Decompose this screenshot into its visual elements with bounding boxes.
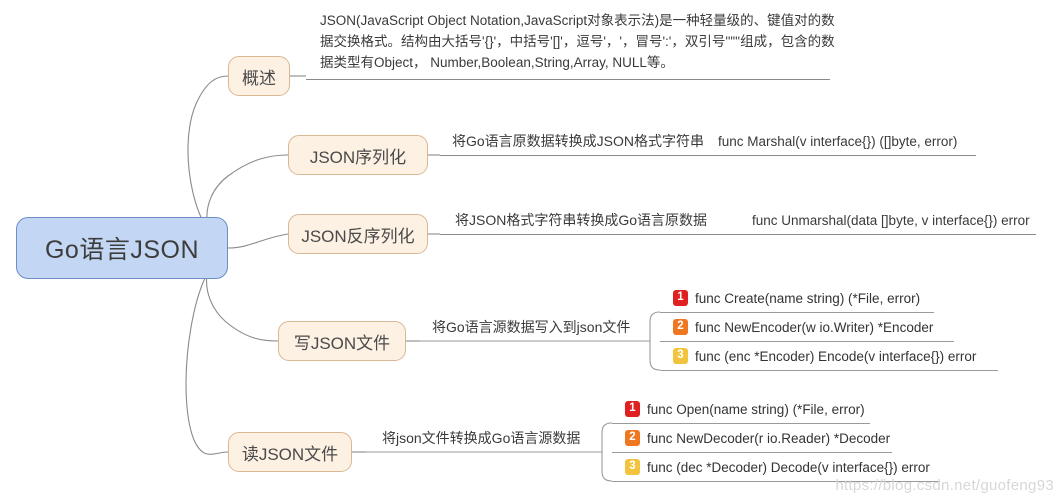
rule-read-2	[612, 452, 892, 453]
sub-item-write-1-text: func Create(name string) (*File, error)	[695, 290, 921, 306]
rule-read-3	[612, 481, 940, 482]
branch-node-write[interactable]: 写JSON文件	[278, 321, 406, 361]
detail-read: 将json文件转换成Go语言源数据	[382, 430, 581, 446]
rule-write-1	[660, 312, 934, 313]
badge-number-3: 3	[673, 348, 688, 364]
sub-item-write-2[interactable]: 2 func NewEncoder(w io.Writer) *Encoder	[673, 319, 933, 335]
sub-item-read-1[interactable]: 1 func Open(name string) (*File, error)	[625, 401, 865, 417]
sub-item-read-2[interactable]: 2 func NewDecoder(r io.Reader) *Decoder	[625, 430, 890, 446]
detail-write: 将Go语言源数据写入到json文件	[432, 319, 631, 335]
detail-serialize: 将Go语言原数据转换成JSON格式字符串	[452, 133, 705, 149]
branch-label-deserialize: JSON反序列化	[301, 226, 415, 246]
sub-item-write-3[interactable]: 3 func (enc *Encoder) Encode(v interface…	[673, 348, 976, 364]
rule-write-2	[660, 341, 954, 342]
rule-deserialize	[440, 234, 1036, 235]
branch-label-serialize: JSON序列化	[309, 147, 407, 167]
sub-item-write-3-text: func (enc *Encoder) Encode(v interface{}…	[695, 348, 977, 364]
branch-label-overview: 概述	[242, 68, 276, 88]
link-root-read	[185, 254, 229, 455]
rule-read-1	[612, 423, 870, 424]
branch-node-read[interactable]: 读JSON文件	[228, 432, 352, 472]
branch-node-serialize[interactable]: JSON序列化	[288, 135, 428, 175]
bracket-read	[601, 422, 613, 482]
root-node[interactable]: Go语言JSON	[16, 217, 228, 279]
sub-item-read-1-text: func Open(name string) (*File, error)	[647, 401, 865, 417]
sub-item-write-1[interactable]: 1 func Create(name string) (*File, error…	[673, 290, 920, 306]
signature-serialize: func Marshal(v interface{}) ([]byte, err…	[718, 134, 958, 149]
rule-serialize	[440, 155, 976, 156]
badge-number-2: 2	[625, 430, 640, 446]
sub-item-read-3-text: func (dec *Decoder) Decode(v interface{}…	[647, 459, 930, 475]
sub-item-read-2-text: func NewDecoder(r io.Reader) *Decoder	[647, 430, 891, 446]
branch-label-write: 写JSON文件	[293, 333, 391, 353]
root-node-label: Go语言JSON	[44, 236, 200, 264]
branch-label-read: 读JSON文件	[241, 444, 339, 464]
badge-number-1: 1	[673, 290, 688, 306]
detail-deserialize: 将JSON格式字符串转换成Go语言原数据	[455, 212, 708, 228]
branch-node-deserialize[interactable]: JSON反序列化	[288, 214, 428, 254]
rule-overview	[306, 79, 830, 80]
link-root-deserialize	[227, 233, 289, 249]
branch-node-overview[interactable]: 概述	[228, 56, 290, 96]
watermark: https://blog.csdn.net/guofeng93	[835, 477, 1054, 494]
badge-number-2: 2	[673, 319, 688, 335]
sub-item-read-3[interactable]: 3 func (dec *Decoder) Decode(v interface…	[625, 459, 930, 475]
sub-item-write-2-text: func NewEncoder(w io.Writer) *Encoder	[695, 319, 934, 335]
badge-number-1: 1	[625, 401, 640, 417]
overview-detail-text: JSON(JavaScript Object Notation,JavaScri…	[320, 13, 835, 70]
rule-write-3	[660, 370, 998, 371]
signature-deserialize: func Unmarshal(data []byte, v interface{…	[752, 213, 1030, 228]
badge-number-3: 3	[625, 459, 640, 475]
bracket-write	[649, 311, 661, 371]
